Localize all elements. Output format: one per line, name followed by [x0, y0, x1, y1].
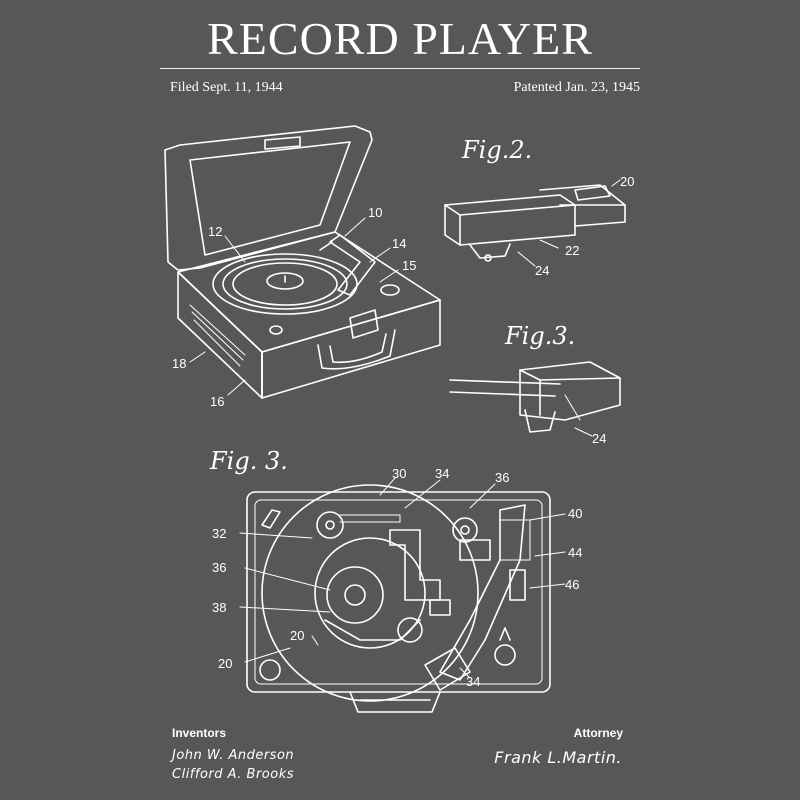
- label-16: 16: [210, 394, 224, 409]
- label-14: 14: [392, 236, 406, 251]
- label-15: 15: [402, 258, 416, 273]
- label-22: 22: [565, 243, 579, 258]
- inventors-label: Inventors: [172, 726, 227, 740]
- fig3-side-caption: Fig.3.: [505, 322, 576, 350]
- inventor-name-2: Clifford A. Brooks: [172, 767, 295, 782]
- label-34-top: 34: [435, 466, 449, 481]
- label-36-left: 36: [212, 560, 226, 575]
- label-12: 12: [208, 224, 222, 239]
- patented-date: Patented Jan. 23, 1945: [513, 80, 640, 95]
- label-24: 24: [535, 263, 549, 278]
- label-20-inner: 20: [290, 628, 304, 643]
- inventor-name-1: John W. Anderson: [172, 748, 295, 763]
- fig3-top-caption: Fig. 3.: [210, 447, 288, 475]
- label-24-side: 24: [592, 431, 606, 446]
- fig3-side-tonearm: [449, 361, 621, 437]
- label-38: 38: [212, 600, 226, 615]
- page-title: RECORD PLAYER: [207, 13, 593, 64]
- attorney-label: Attorney: [573, 726, 623, 740]
- attorney-name: Frank L.Martin.: [494, 748, 622, 767]
- label-20: 20: [620, 174, 634, 189]
- filed-date: Filed Sept. 11, 1944: [170, 80, 283, 95]
- label-10: 10: [368, 205, 382, 220]
- label-30: 30: [392, 466, 406, 481]
- label-44: 44: [568, 545, 582, 560]
- label-18: 18: [172, 356, 186, 371]
- fig2-caption: Fig.2.: [462, 136, 533, 164]
- title-divider: [160, 68, 640, 69]
- fig3-top-mechanism: [239, 477, 566, 713]
- label-40: 40: [568, 506, 582, 521]
- label-32: 32: [212, 526, 226, 541]
- label-20-left: 20: [218, 656, 232, 671]
- fig1-record-player: [164, 125, 441, 399]
- label-46: 46: [565, 577, 579, 592]
- fig2-cartridge: [444, 179, 626, 267]
- label-34-bottom: 34: [466, 674, 480, 689]
- label-36-top: 36: [495, 470, 509, 485]
